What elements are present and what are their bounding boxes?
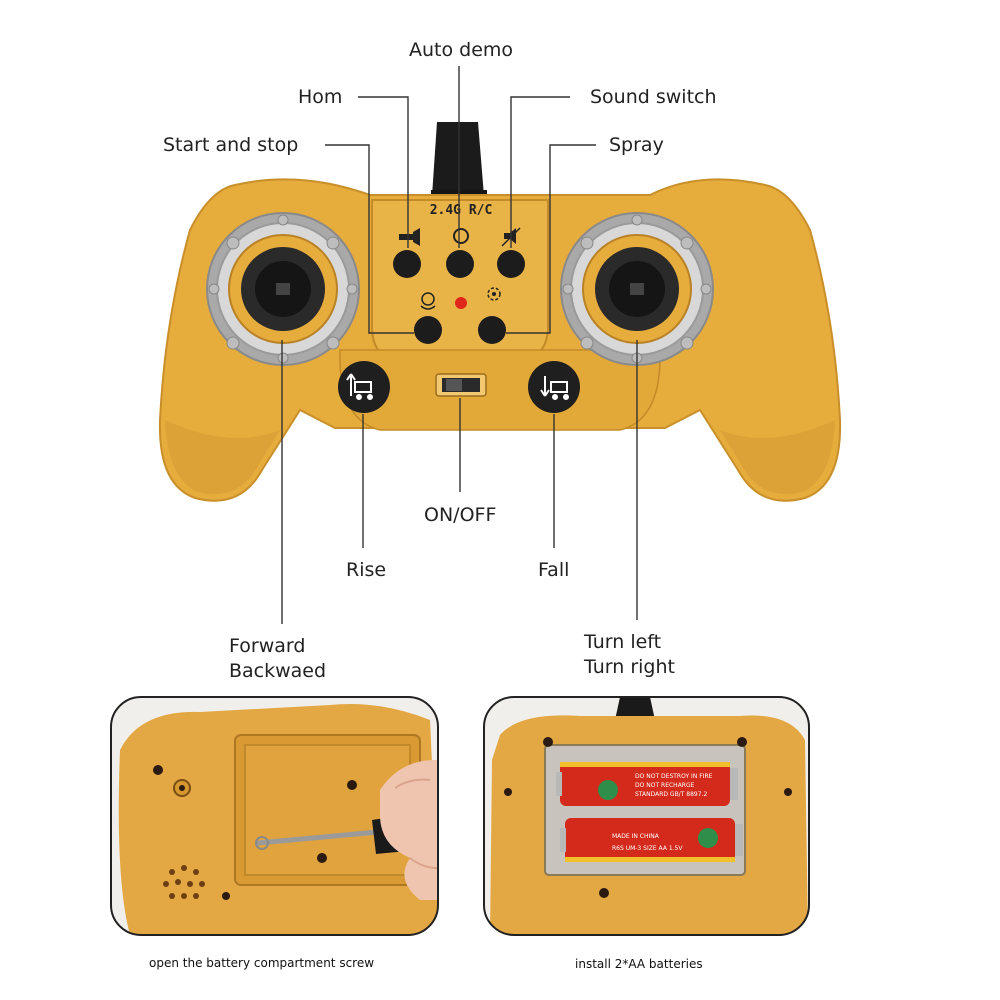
power-led — [455, 297, 467, 309]
spray-button[interactable] — [478, 316, 506, 344]
battery-install-photo: DO NOT DESTROY IN FIRE DO NOT RECHARGE S… — [484, 697, 809, 935]
horn-button[interactable] — [393, 250, 421, 278]
rc-badge: 2.4G R/C — [430, 203, 493, 218]
callout-lines — [281, 66, 638, 624]
hand — [380, 760, 438, 900]
aa-battery-top: DO NOT DESTROY IN FIRE DO NOT RECHARGE S… — [556, 762, 738, 806]
battery-size-text: R6S UM-3 SIZE AA 1.5V — [612, 845, 683, 852]
label-rise: Rise — [346, 559, 387, 581]
right-joystick[interactable] — [560, 212, 714, 366]
fall-button[interactable] — [528, 361, 580, 413]
battery-origin-text: MADE IN CHINA — [612, 833, 660, 840]
label-on-off: ON/OFF — [424, 504, 497, 526]
horn-icon — [399, 228, 420, 246]
right-photo-frame — [483, 696, 810, 936]
left-photo-frame — [110, 696, 439, 936]
forklift-down-icon — [540, 376, 569, 400]
label-auto-demo: Auto demo — [409, 39, 514, 61]
forklift-up-icon — [346, 373, 373, 400]
screwdriver-shaft — [255, 829, 381, 846]
power-switch[interactable] — [435, 373, 487, 397]
label-horn: Hom — [298, 86, 343, 108]
label-start-stop: Start and stop — [163, 134, 299, 156]
rise-button[interactable] — [338, 361, 390, 413]
caption-left: open the battery compartment screw — [149, 956, 375, 970]
start-stop-button[interactable] — [414, 316, 442, 344]
body-shading — [165, 420, 280, 495]
caption-right: install 2*AA batteries — [575, 957, 703, 971]
battery-screw-photo — [111, 697, 438, 935]
sound-switch-button[interactable] — [497, 250, 525, 278]
auto-demo-button[interactable] — [446, 250, 474, 278]
aa-battery-bottom: MADE IN CHINA R6S UM-3 SIZE AA 1.5V — [560, 818, 743, 862]
battery-standard-text: STANDARD GB/T 8897.2 — [635, 791, 707, 798]
label-backward: Backwaed — [229, 660, 327, 682]
label-turn-left: Turn left — [584, 631, 662, 653]
label-sound-switch: Sound switch — [590, 86, 717, 108]
body-shading-right — [720, 420, 835, 495]
label-turn-right: Turn right — [584, 656, 675, 678]
battery-warning-text: DO NOT DESTROY IN FIRE — [635, 773, 713, 780]
speaker-holes-icon — [163, 865, 205, 899]
label-fall: Fall — [538, 559, 570, 581]
center-panel — [371, 199, 549, 360]
antenna — [432, 122, 484, 196]
battery-recharge-text: DO NOT RECHARGE — [635, 782, 695, 789]
demo-icon — [453, 228, 469, 244]
left-joystick[interactable] — [206, 212, 360, 366]
start-icon — [420, 292, 436, 310]
label-forward: Forward — [229, 635, 306, 657]
label-spray: Spray — [609, 134, 664, 156]
spray-icon — [487, 287, 501, 301]
